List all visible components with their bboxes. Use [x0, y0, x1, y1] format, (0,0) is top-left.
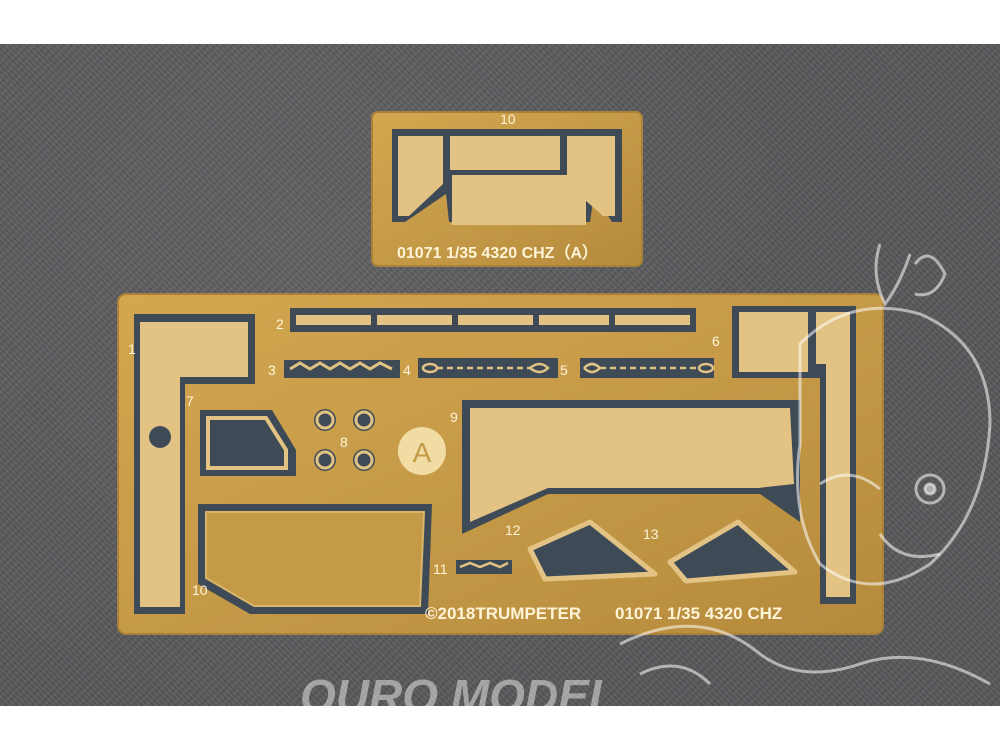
- photo-canvas: 10 01071 1/35 4320 CHZ（A）: [117, 111, 992, 706]
- part-number-11: 11: [433, 561, 448, 577]
- part-number-8: 8: [340, 434, 348, 450]
- fret-letter: A: [413, 437, 432, 468]
- part-11-etch: [456, 560, 512, 574]
- copyright-text: ©2018TRUMPETER: [425, 604, 581, 623]
- part-10-center-panel: [452, 175, 586, 225]
- part-2-segment: [539, 315, 609, 325]
- part-2-segment: [296, 315, 371, 325]
- part-5-chain: [583, 362, 715, 374]
- part-number-2: 2: [276, 316, 284, 332]
- part-1-hole: [149, 426, 171, 448]
- part-number-1: 1: [128, 341, 136, 357]
- small-fret-part-number: 10: [500, 111, 516, 127]
- part-number-5: 5: [560, 362, 568, 378]
- part-7: [206, 416, 288, 470]
- fret-letter-circle: [398, 427, 446, 475]
- watermark-text: OURO MODEL: [300, 670, 617, 706]
- part-5-etch: [580, 358, 714, 378]
- part-6-etch: [732, 306, 856, 604]
- part-9: [470, 408, 794, 522]
- watermark-mascot: [619, 243, 992, 686]
- part-10-left-flap: [398, 136, 443, 216]
- part-13: [667, 519, 798, 584]
- part-1: [140, 322, 248, 607]
- part-number-12: 12: [505, 522, 521, 538]
- part-number-6: 6: [712, 333, 720, 349]
- part-8-rings: [314, 409, 375, 471]
- part-number-13: 13: [643, 526, 659, 542]
- part-number-3: 3: [268, 362, 276, 378]
- part-number-9: 9: [450, 409, 458, 425]
- part-6-side-strip: [816, 312, 850, 597]
- part-10-right-flap: [567, 136, 615, 216]
- part-4-chain: [421, 362, 550, 374]
- small-fret-code: 01071 1/35 4320 CHZ（A）: [397, 244, 598, 262]
- part-3-etch: [284, 360, 400, 378]
- large-fret-code: 01071 1/35 4320 CHZ: [615, 604, 782, 623]
- part-2-segment: [615, 315, 690, 325]
- part-2-segment: [377, 315, 452, 325]
- part-12: [527, 519, 658, 582]
- large-fret: A 1 2 3 4 5 6 7 8 9 10 11 12 13 ©2018TRU…: [117, 293, 884, 635]
- part-3: [289, 361, 393, 371]
- part-number-7: 7: [186, 393, 194, 409]
- small-fret: 10 01071 1/35 4320 CHZ（A）: [371, 111, 643, 267]
- part-2-segment: [458, 315, 533, 325]
- part-number-4: 4: [403, 362, 411, 378]
- part-10-lower: [205, 511, 426, 607]
- part-number-10: 10: [192, 582, 208, 598]
- part-11: [459, 561, 509, 569]
- part-10-top-panel: [450, 136, 560, 170]
- photo-etch-photo: 10 01071 1/35 4320 CHZ（A）: [0, 44, 1000, 706]
- part-6: [739, 312, 808, 372]
